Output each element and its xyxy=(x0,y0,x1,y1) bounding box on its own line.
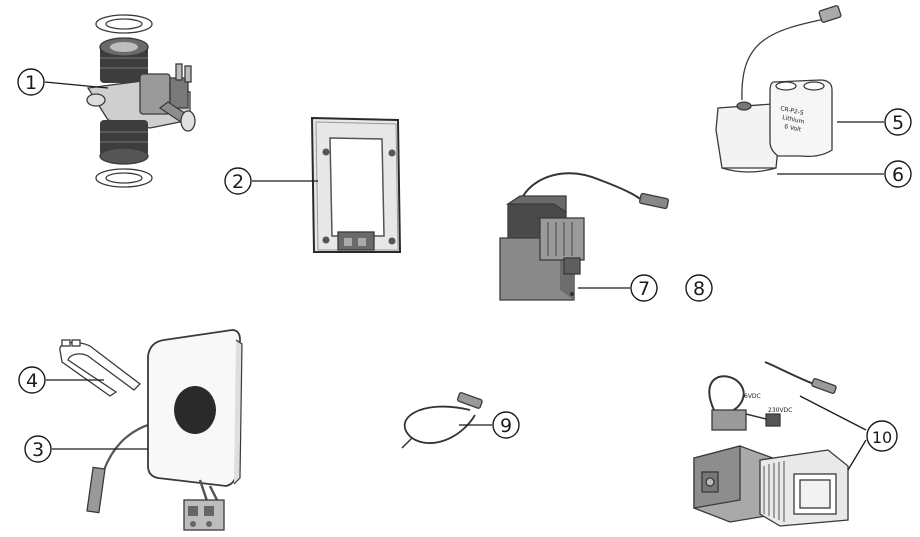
cover-plate-with-sensor xyxy=(86,329,243,531)
callout-label: 6 xyxy=(892,164,904,186)
callout-1: 1 xyxy=(17,68,45,96)
battery-label-line1: CR-P2-S xyxy=(780,105,805,117)
power-supply-unit: 6VDC 230VDC xyxy=(693,361,849,527)
callout-8: 8 xyxy=(685,274,713,302)
battery-label-line2: Lithium xyxy=(782,114,806,126)
callout-label: 2 xyxy=(232,171,244,193)
lithium-battery: CR-P2-S Lithium 6 Volt xyxy=(769,79,833,158)
callout-10: 10 xyxy=(866,420,898,452)
callout-label: 8 xyxy=(693,278,705,300)
callout-9: 9 xyxy=(492,411,520,439)
callout-6: 6 xyxy=(884,160,912,188)
callout-4: 4 xyxy=(18,366,46,394)
callout-5: 5 xyxy=(884,108,912,136)
psu-label-ac: 230VDC xyxy=(768,407,792,414)
solenoid-valve xyxy=(86,14,196,188)
callout-7: 7 xyxy=(630,274,658,302)
callout-label: 5 xyxy=(892,112,904,134)
callout-label: 9 xyxy=(500,415,512,437)
callout-3: 3 xyxy=(24,435,52,463)
callout-2: 2 xyxy=(224,167,252,195)
mounting-frame xyxy=(310,116,402,253)
electronics-module xyxy=(499,172,670,301)
battery-holder-with-cable xyxy=(715,5,842,173)
connection-cable xyxy=(401,392,483,449)
callout-label: 7 xyxy=(638,278,650,300)
leader-lines xyxy=(44,81,884,471)
battery-label-line3: 6 Volt xyxy=(784,123,803,134)
callout-label: 1 xyxy=(25,72,37,94)
callout-label: 3 xyxy=(32,439,44,461)
removal-tool xyxy=(59,339,141,397)
psu-label-dc: 6VDC xyxy=(744,393,761,400)
callout-label: 4 xyxy=(26,370,38,392)
callout-label: 10 xyxy=(872,428,892,447)
